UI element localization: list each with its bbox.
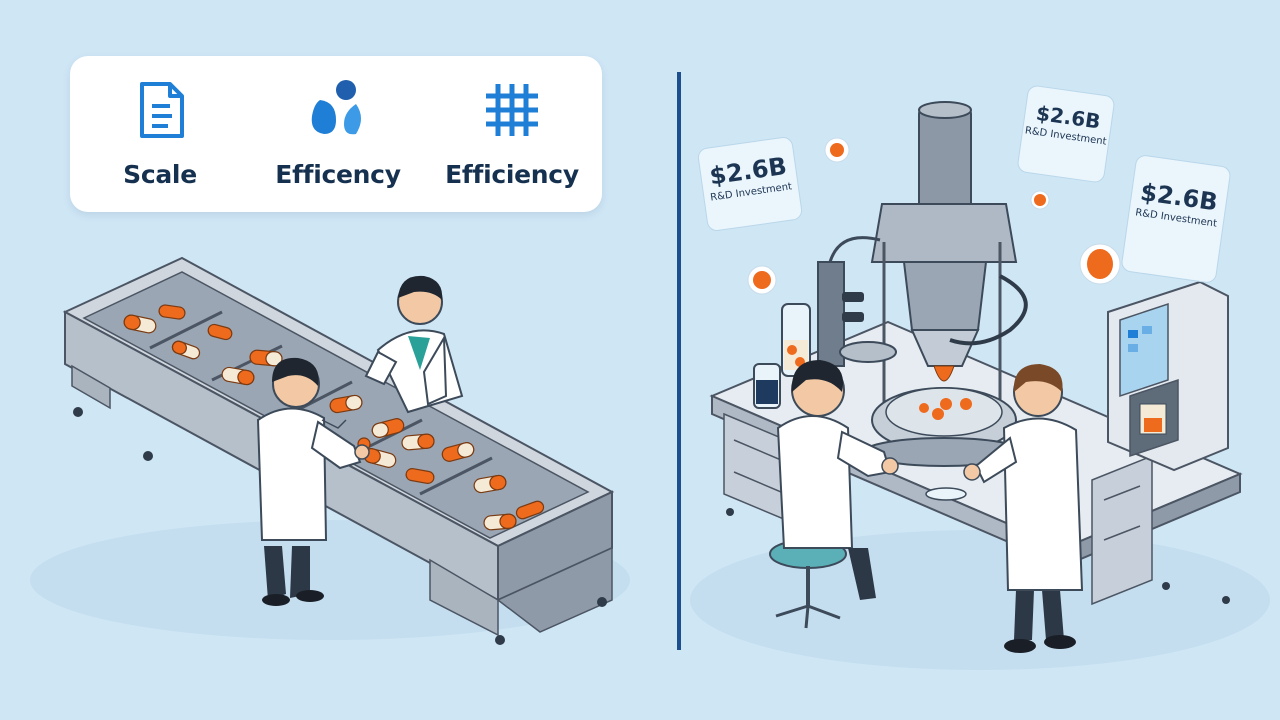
investment-tag-top: $2.6B R&D Investment (1016, 84, 1116, 184)
document-icon (140, 82, 184, 138)
worker-behind-table (364, 275, 464, 414)
feature-card: Scale Efficency Efficiency (70, 56, 602, 212)
control-cabinet (1107, 280, 1229, 472)
feature-scale: Scale (80, 78, 240, 189)
grid-icon (486, 84, 538, 136)
microscope-stand (817, 236, 897, 367)
reactor-machine (863, 101, 1028, 467)
feature-label-efficency: Efficency (275, 160, 401, 189)
feature-efficency: Efficency (258, 78, 418, 189)
feature-label-scale: Scale (123, 160, 197, 189)
investment-tag-right: $2.6B R&D Investment (1120, 153, 1232, 285)
scientist-standing (963, 364, 1084, 653)
scientist-seated (776, 360, 899, 600)
feature-efficiency: Efficiency (432, 78, 592, 189)
capsules-left (123, 304, 545, 531)
center-divider (677, 72, 681, 650)
droplets-icon (311, 80, 361, 135)
investment-tag-left: $2.6B R&D Investment (696, 135, 804, 233)
worker-front-table (256, 357, 370, 606)
feature-label-efficiency: Efficiency (445, 160, 579, 189)
floating-bubbles (747, 137, 1121, 295)
glass-jars (753, 303, 967, 501)
